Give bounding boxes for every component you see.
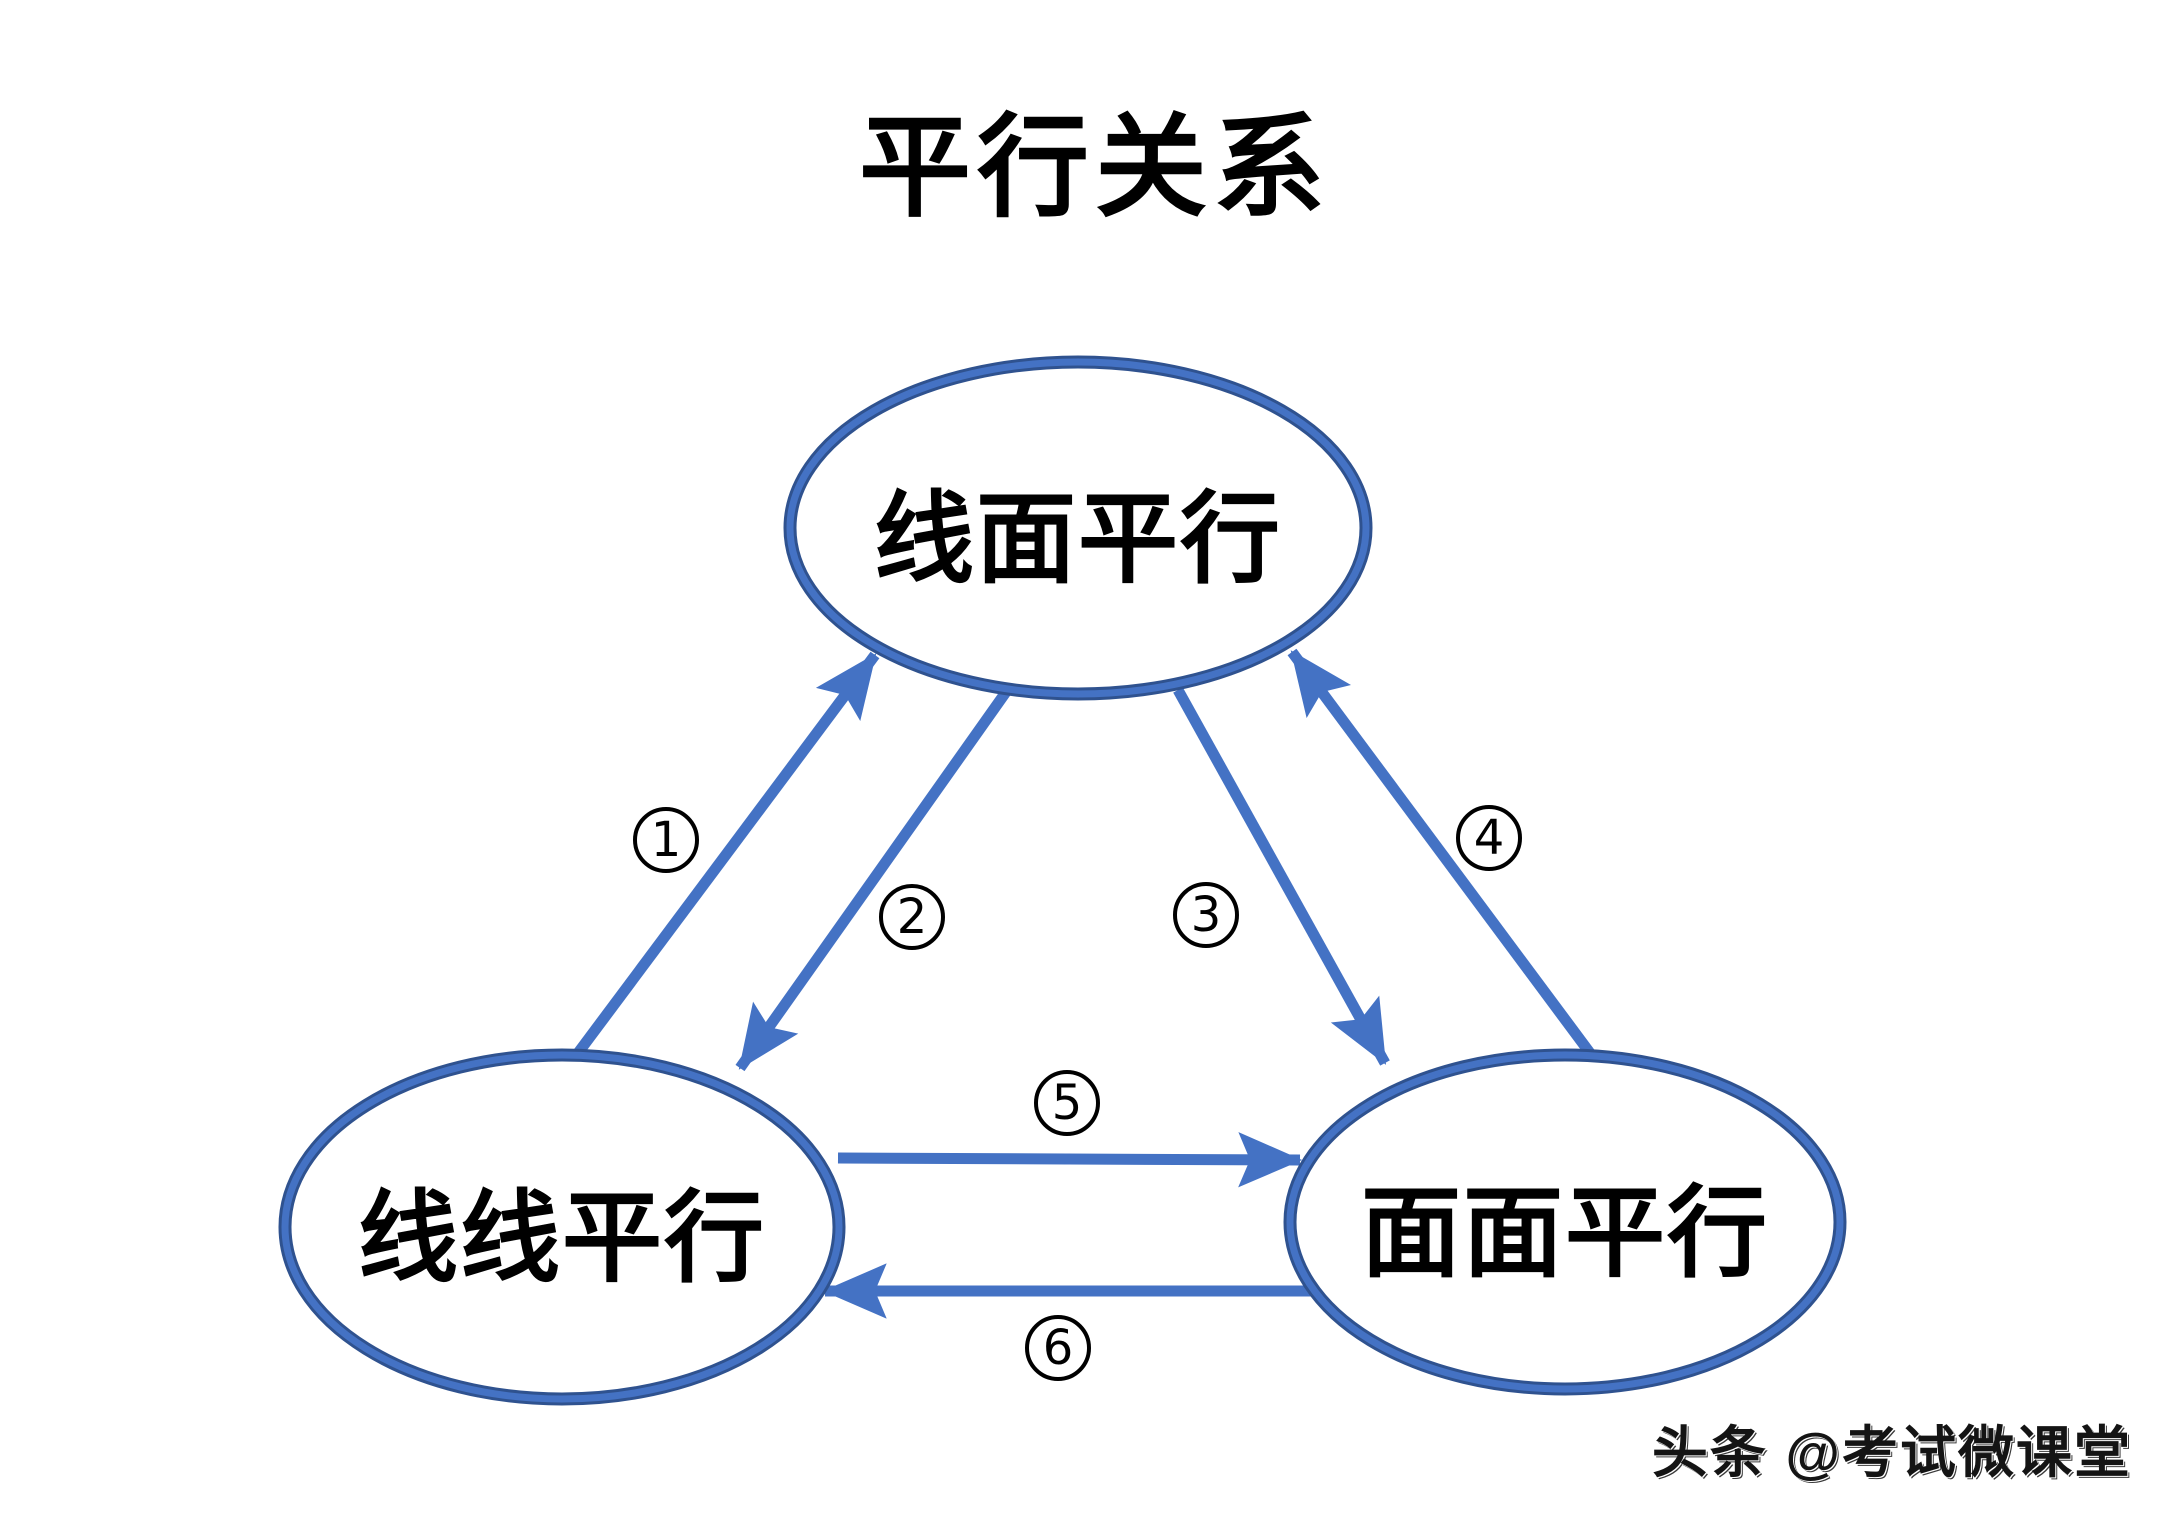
page-title: 平行关系 [859,105,1331,230]
node-bottom-left-ellipse [278,1048,846,1406]
arrow-1-line-to-line-plane [573,651,880,1057]
edge-5-circled-number: 5 [1034,1070,1100,1136]
arrow-group [573,648,1595,1319]
arrow-5-line-line-to-plane-plane [837,1132,1303,1188]
node-label-plane-plane-parallel: 面面平行 [1361,1177,1769,1290]
edge-2-circled-number: 2 [879,884,945,950]
node-bottom-right-ellipse-inner [1286,1051,1844,1393]
node-bottom-left-ellipse-inner [281,1051,843,1403]
node-label-line-plane-parallel: 线面平行 [874,483,1282,596]
node-label-line-line-parallel: 线线平行 [358,1182,766,1295]
edge-4-circled-number: 4 [1456,805,1522,871]
edge-6-circled-number: 6 [1025,1315,1091,1381]
arrow-3-line-plane-to-plane-plane [1173,687,1390,1066]
watermark-toutiao: 头条 @考试微课堂 [1651,1421,2132,1484]
node-top-ellipse-inner [786,358,1370,698]
arrow-2-line-plane-to-line-line [735,688,1011,1072]
node-bottom-right-ellipse [1283,1048,1847,1396]
node-top-ellipse [783,355,1373,701]
edge-3-circled-number: 3 [1173,882,1239,948]
arrow-4-plane-plane-to-line-plane [1287,648,1595,1057]
edge-1-circled-number: 1 [633,807,699,873]
